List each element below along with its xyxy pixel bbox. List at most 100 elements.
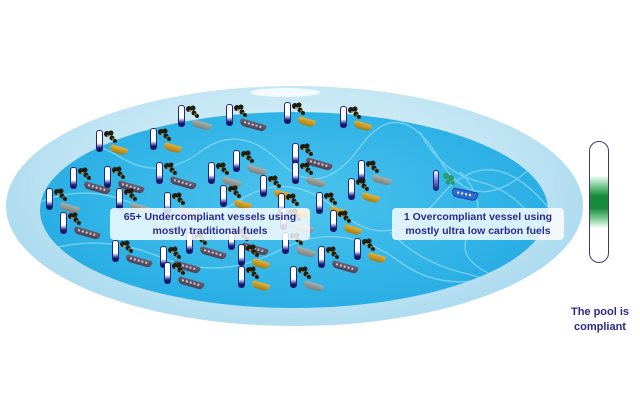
- thermometer-icon: [164, 262, 171, 284]
- vessel-unit: [104, 166, 145, 198]
- vessel-unit: [292, 162, 332, 194]
- vessel-unit: [238, 244, 278, 276]
- smoke-emission-icon: [348, 106, 361, 119]
- smoke-emission-icon: [362, 238, 375, 251]
- vessel-unit: [233, 150, 273, 182]
- vessel-unit: [208, 162, 248, 194]
- smoke-emission-icon: [298, 266, 311, 279]
- ship-yellow-icon: [353, 120, 373, 132]
- thermometer-icon: [70, 167, 77, 189]
- vessel-unit: [238, 266, 278, 298]
- thermometer-icon: [290, 266, 297, 288]
- smoke-emission-icon: [228, 185, 241, 198]
- vessel-unit: [220, 185, 260, 217]
- smoke-emission-icon: [300, 162, 313, 175]
- vessel-unit: [116, 188, 156, 220]
- thermometer-icon: [208, 162, 215, 184]
- ship-grey-icon: [295, 246, 317, 259]
- smoke-emission-icon: [216, 162, 229, 175]
- thermometer-icon: [238, 244, 245, 266]
- ship-grey-icon: [303, 280, 325, 293]
- smoke-emission-icon: [164, 162, 177, 175]
- vessel-unit: [226, 104, 267, 136]
- ship-yellow-icon: [367, 252, 387, 264]
- smoke-emission-icon: [338, 210, 351, 223]
- smoke-emission-icon: [241, 150, 254, 163]
- smoke-emission-icon: [366, 160, 379, 173]
- vessel-unit: [70, 167, 111, 199]
- vessel-unit: [260, 175, 300, 207]
- vessel-unit: [340, 106, 380, 138]
- smoke-emission-icon: [268, 175, 281, 188]
- ship-yellow-icon: [163, 142, 183, 154]
- smoke-emission-icon: [68, 212, 81, 225]
- thermometer-icon: [354, 238, 361, 260]
- vessel-unit: [178, 105, 218, 137]
- smoke-emission-icon: [292, 102, 305, 115]
- vessel-unit: [284, 102, 324, 134]
- smoke-emission-icon: [120, 240, 133, 253]
- undercompliant-label-line1: 65+ Undercompliant vessels using: [123, 211, 297, 223]
- smoke-emission-icon: [234, 104, 247, 117]
- thermometer-icon: [160, 246, 167, 268]
- smoke-emission-icon: [78, 167, 91, 180]
- pool-status-caption: The pool is compliant: [566, 305, 634, 335]
- pool-rim-highlight: [250, 88, 320, 97]
- smoke-emission-icon: [300, 143, 313, 156]
- thermometer-icon: [340, 106, 347, 128]
- thermometer-icon: [284, 102, 291, 124]
- thermometer-icon: [112, 240, 119, 262]
- thermometer-icon: [46, 188, 53, 210]
- thermometer-icon: [348, 178, 355, 200]
- thermometer-icon: [226, 104, 233, 126]
- smoke-emission-icon: [172, 262, 185, 275]
- thermometer-icon: [238, 266, 245, 288]
- pool-status-line1: The pool is: [570, 306, 630, 318]
- thermometer-icon: [104, 166, 111, 188]
- thermometer-icon: [292, 162, 299, 184]
- vessel-unit: [164, 262, 205, 294]
- thermometer-icon: [116, 188, 123, 210]
- thermometer-icon: [260, 175, 267, 197]
- smoke-emission-icon: [124, 188, 137, 201]
- smoke-emission-icon: [112, 166, 125, 179]
- smoke-emission-icon: [286, 193, 299, 206]
- vessel-unit: [150, 128, 190, 160]
- ship-grey-icon: [305, 176, 327, 189]
- smoke-emission-icon: [104, 130, 117, 143]
- vessel-unit: [112, 240, 153, 272]
- thermometer-icon: [60, 212, 67, 234]
- ship-purple-icon: [73, 226, 101, 241]
- overcompliant-label-line1: 1 Overcompliant vessel using: [403, 211, 553, 223]
- vessel-unit: [46, 188, 86, 220]
- ship-purple-icon: [199, 246, 227, 261]
- ship-yellow-icon: [297, 116, 317, 128]
- pool-compliance-gauge-icon: [589, 141, 609, 263]
- thermometer-icon: [433, 170, 439, 191]
- smoke-emission-icon: [246, 266, 259, 279]
- thermometer-icon: [318, 246, 325, 268]
- thermometer-icon: [316, 192, 323, 214]
- ship-yellow-icon: [343, 224, 363, 236]
- vessel-unit: [358, 160, 398, 192]
- thermometer-icon: [233, 150, 240, 172]
- ship-grey-icon: [191, 119, 213, 132]
- vessel-unit: [318, 246, 359, 278]
- smoke-emission-icon: [186, 105, 199, 118]
- ship-purple-icon: [125, 254, 153, 269]
- smoke-emission-icon: [168, 246, 181, 259]
- smoke-emission-icon: [326, 246, 339, 259]
- ship-yellow-icon: [251, 280, 271, 292]
- vessel-unit: [330, 210, 370, 242]
- thermometer-icon: [156, 162, 163, 184]
- ship-purple-icon: [169, 176, 197, 191]
- clean-emission-icon: [443, 173, 455, 185]
- thermometer-icon: [330, 210, 337, 232]
- vessel-unit: [348, 178, 388, 210]
- ship-yellow-icon: [109, 144, 129, 156]
- smoke-emission-icon: [54, 188, 67, 201]
- smoke-emission-icon: [324, 192, 337, 205]
- ship-purple-icon: [239, 118, 267, 133]
- thermometer-icon: [150, 128, 157, 150]
- vessel-unit: [156, 162, 197, 194]
